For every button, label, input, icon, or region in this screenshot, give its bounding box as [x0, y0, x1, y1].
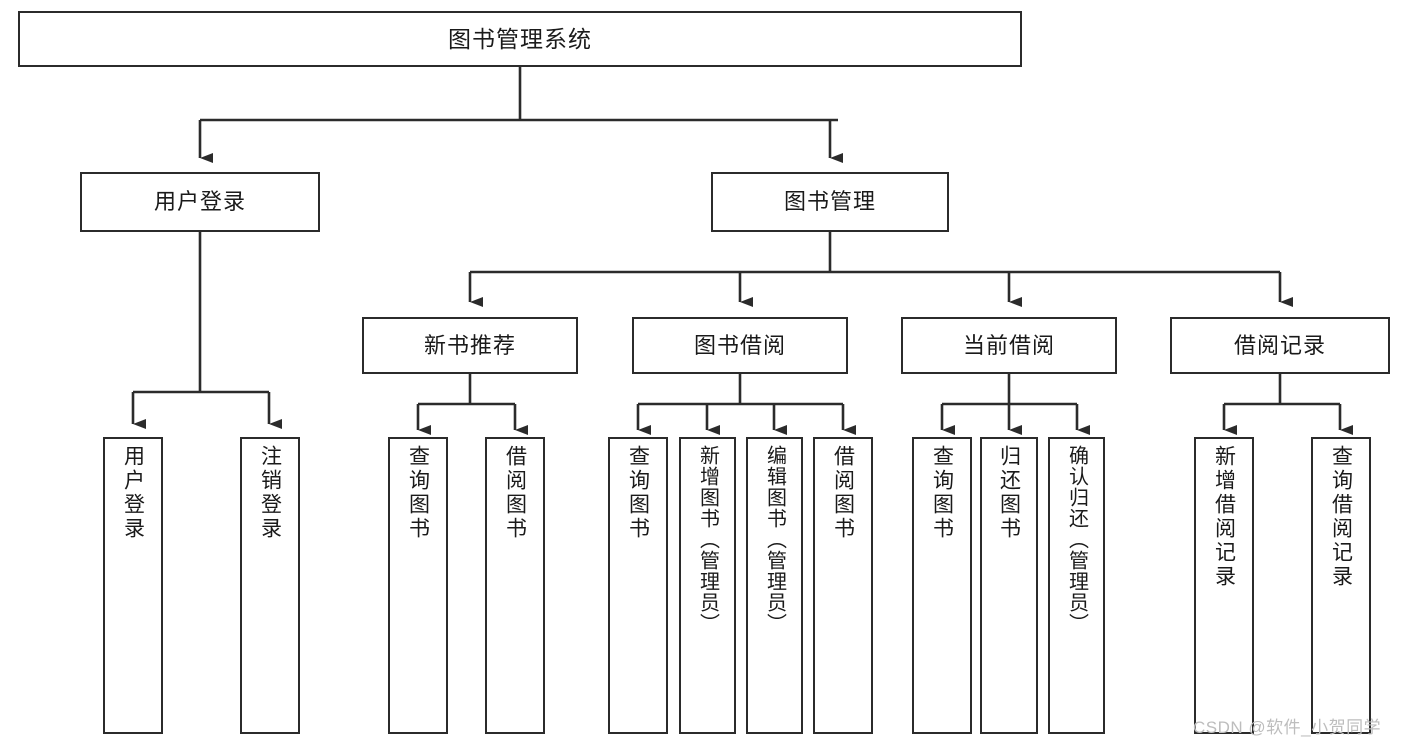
watermark: CSDN @软件_小贺同学: [1193, 718, 1382, 737]
leaf-current-borrow-return-label: 归还图书: [997, 445, 1021, 541]
node-book-manage-label: 图书管理: [783, 189, 876, 215]
node-root-label: 图书管理系统: [448, 25, 592, 52]
leaf-book-borrow-query[interactable]: 查询图书: [608, 437, 668, 734]
node-book-manage[interactable]: 图书管理: [711, 172, 949, 232]
node-current-borrow-label: 当前借阅: [962, 332, 1055, 358]
leaf-new-book-borrow[interactable]: 借阅图书: [485, 437, 545, 734]
node-book-borrow[interactable]: 图书借阅: [632, 317, 848, 374]
leaf-new-book-borrow-label: 借阅图书: [503, 445, 527, 541]
leaf-current-borrow-query-label: 查询图书: [930, 445, 954, 541]
leaf-book-borrow-edit[interactable]: 编辑图书（管理员）: [746, 437, 803, 734]
leaf-current-borrow-confirm[interactable]: 确认归还（管理员）: [1048, 437, 1105, 734]
leaf-book-borrow-borrow-label: 借阅图书: [831, 445, 855, 541]
node-book-borrow-label: 图书借阅: [693, 332, 786, 358]
node-borrow-record[interactable]: 借阅记录: [1170, 317, 1390, 374]
leaf-new-book-query[interactable]: 查询图书: [388, 437, 448, 734]
node-user-login-label: 用户登录: [153, 189, 246, 215]
node-user-login[interactable]: 用户登录: [80, 172, 320, 232]
leaf-borrow-record-add-label: 新增借阅记录: [1212, 445, 1236, 589]
leaf-user-login-logout-label: 注销登录: [258, 445, 282, 541]
leaf-book-borrow-add[interactable]: 新增图书（管理员）: [679, 437, 736, 734]
node-new-book-recommend-label: 新书推荐: [423, 332, 516, 358]
leaf-book-borrow-query-label: 查询图书: [626, 445, 650, 541]
node-current-borrow[interactable]: 当前借阅: [901, 317, 1117, 374]
leaf-book-borrow-edit-label: 编辑图书（管理员）: [763, 445, 786, 634]
leaf-current-borrow-query[interactable]: 查询图书: [912, 437, 972, 734]
leaf-book-borrow-borrow[interactable]: 借阅图书: [813, 437, 873, 734]
leaf-borrow-record-query[interactable]: 查询借阅记录: [1311, 437, 1371, 734]
leaf-book-borrow-add-label: 新增图书（管理员）: [696, 445, 719, 634]
leaf-user-login-logout[interactable]: 注销登录: [240, 437, 300, 734]
leaf-user-login-login-label: 用户登录: [121, 445, 145, 541]
leaf-current-borrow-return[interactable]: 归还图书: [980, 437, 1038, 734]
node-borrow-record-label: 借阅记录: [1233, 332, 1326, 358]
leaf-borrow-record-add[interactable]: 新增借阅记录: [1194, 437, 1254, 734]
leaf-new-book-query-label: 查询图书: [406, 445, 430, 541]
leaf-user-login-login[interactable]: 用户登录: [103, 437, 163, 734]
leaf-borrow-record-query-label: 查询借阅记录: [1329, 445, 1353, 589]
leaf-current-borrow-confirm-label: 确认归还（管理员）: [1065, 445, 1088, 634]
node-root[interactable]: 图书管理系统: [18, 11, 1022, 67]
node-new-book-recommend[interactable]: 新书推荐: [362, 317, 578, 374]
